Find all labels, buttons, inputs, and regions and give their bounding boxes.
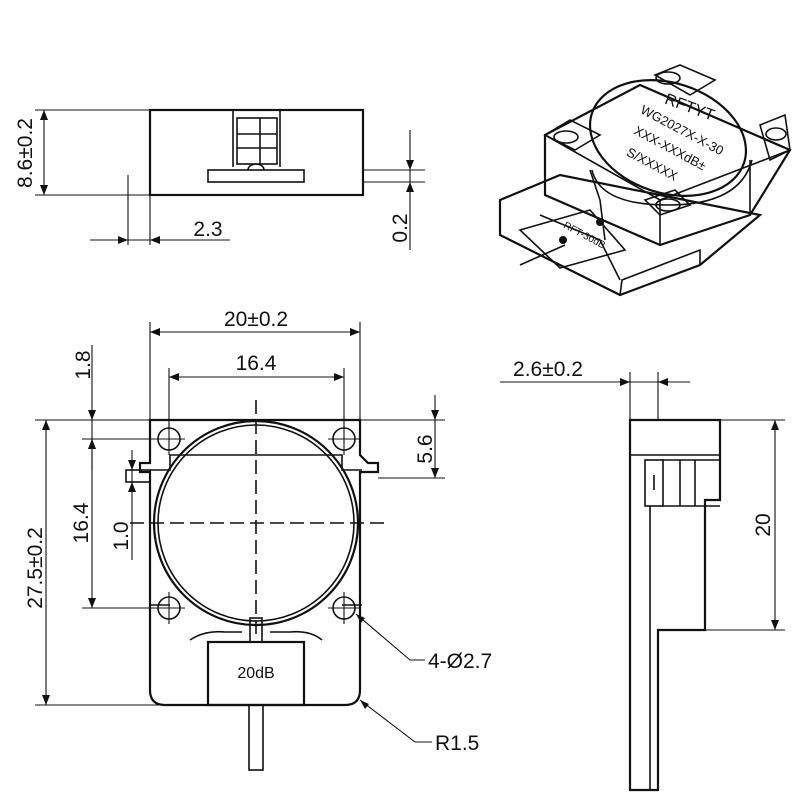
holes-callout: 4-Ø2.7: [428, 650, 492, 673]
top-view-outline: [138, 418, 380, 707]
iso-cap: [588, 79, 748, 197]
output-lead: [248, 704, 264, 771]
lead-thickness-dimension: 0.2: [389, 213, 412, 242]
front-view: 8.6±0.2 2.3 0.2: [14, 108, 425, 250]
length-dimension: 27.5±0.2: [24, 527, 47, 609]
hole-spacing-y-dimension: 16.4: [70, 502, 93, 543]
lead-offset-dimension: 2.3: [193, 218, 222, 241]
iso-resistor: [518, 209, 627, 269]
mounting-holes: [153, 423, 360, 624]
isometric-view: RFTYT WG2027X-X-30 XXX-XXXdB± S/XXXXX RF…: [498, 64, 792, 297]
width-dimension: 20±0.2: [224, 308, 288, 331]
side-thickness-dimension: 2.6±0.2: [513, 358, 583, 381]
side-height-dimension: 20: [752, 513, 775, 536]
height-dimension: 8.6±0.2: [14, 118, 37, 188]
front-view-lead: [207, 169, 305, 183]
top-view: 20dB 20±0.2 16.4 1.8 16.4 1.0 27.5±0.2: [24, 308, 492, 771]
attenuator-label: 20dB: [237, 665, 274, 682]
radius-callout: R1.5: [435, 732, 479, 755]
tab-offset-dimension: 1.0: [110, 521, 133, 550]
front-view-body: [148, 108, 365, 197]
side-view-outline: [628, 418, 722, 792]
side-view: 2.6±0.2 20: [500, 358, 785, 792]
hole-spacing-x-dimension: 16.4: [236, 352, 277, 375]
tab-position-dimension: 5.6: [414, 434, 437, 463]
hole-edge-dimension: 1.8: [72, 350, 95, 379]
